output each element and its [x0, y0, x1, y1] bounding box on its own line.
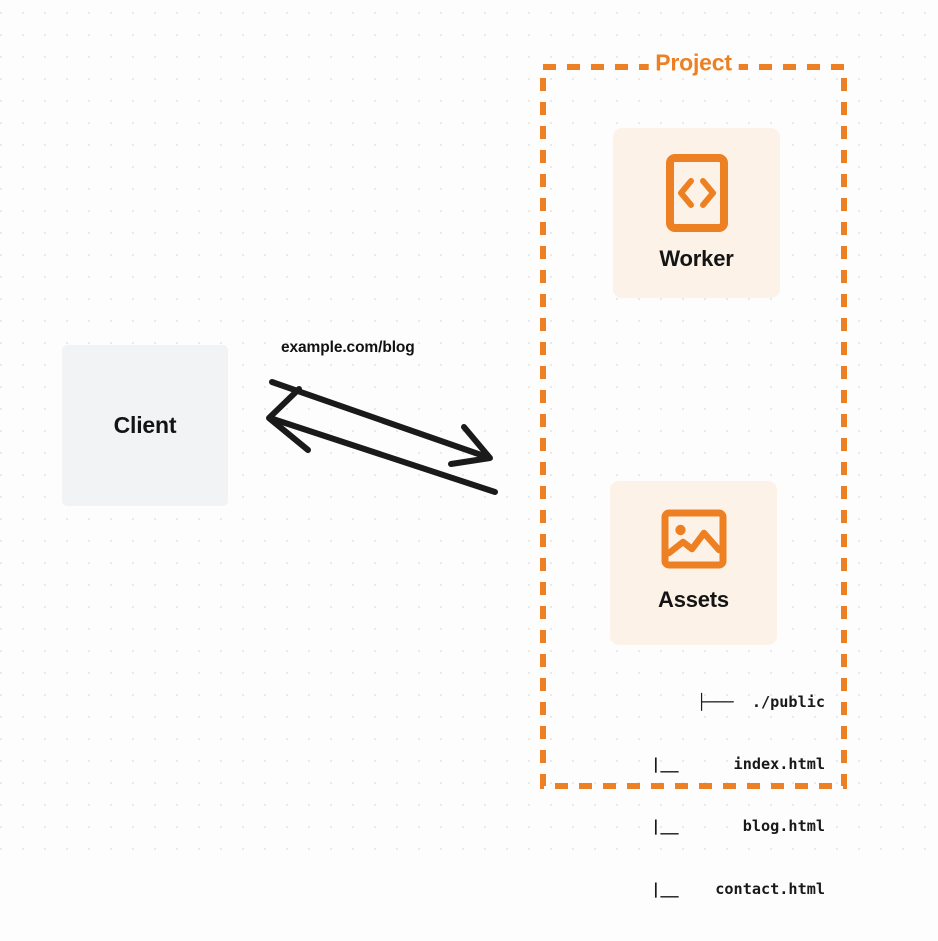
connection-arrows	[266, 379, 498, 495]
client-node[interactable]: Client	[62, 345, 228, 506]
assets-file-tree: ├─── ./public |__ index.html |__ blog.ht…	[580, 650, 825, 941]
worker-card-label: Worker	[659, 246, 734, 271]
assets-card-label: Assets	[658, 587, 729, 612]
response-arrow-icon	[266, 386, 498, 495]
image-icon	[661, 509, 727, 569]
file-tree-line-blog: |__ blog.html	[651, 817, 825, 836]
request-arrow-icon	[269, 379, 493, 467]
assets-card[interactable]: Assets	[610, 481, 777, 645]
diagram-canvas: Client example.com/blog Project	[62, 49, 847, 898]
project-container[interactable]: Project Worker Assets	[540, 49, 847, 898]
connection-group: example.com/blog	[255, 330, 520, 515]
file-tree-line-index: |__ index.html	[651, 754, 825, 773]
client-node-label: Client	[113, 412, 177, 438]
file-tree-line-root: ├─── ./public	[696, 692, 825, 711]
connection-url-label: example.com/blog	[281, 339, 415, 356]
worker-card[interactable]: Worker	[613, 128, 780, 298]
file-tree-line-contact: |__ contact.html	[651, 879, 825, 898]
code-brackets-icon	[665, 154, 728, 232]
project-title: Project	[648, 49, 739, 77]
